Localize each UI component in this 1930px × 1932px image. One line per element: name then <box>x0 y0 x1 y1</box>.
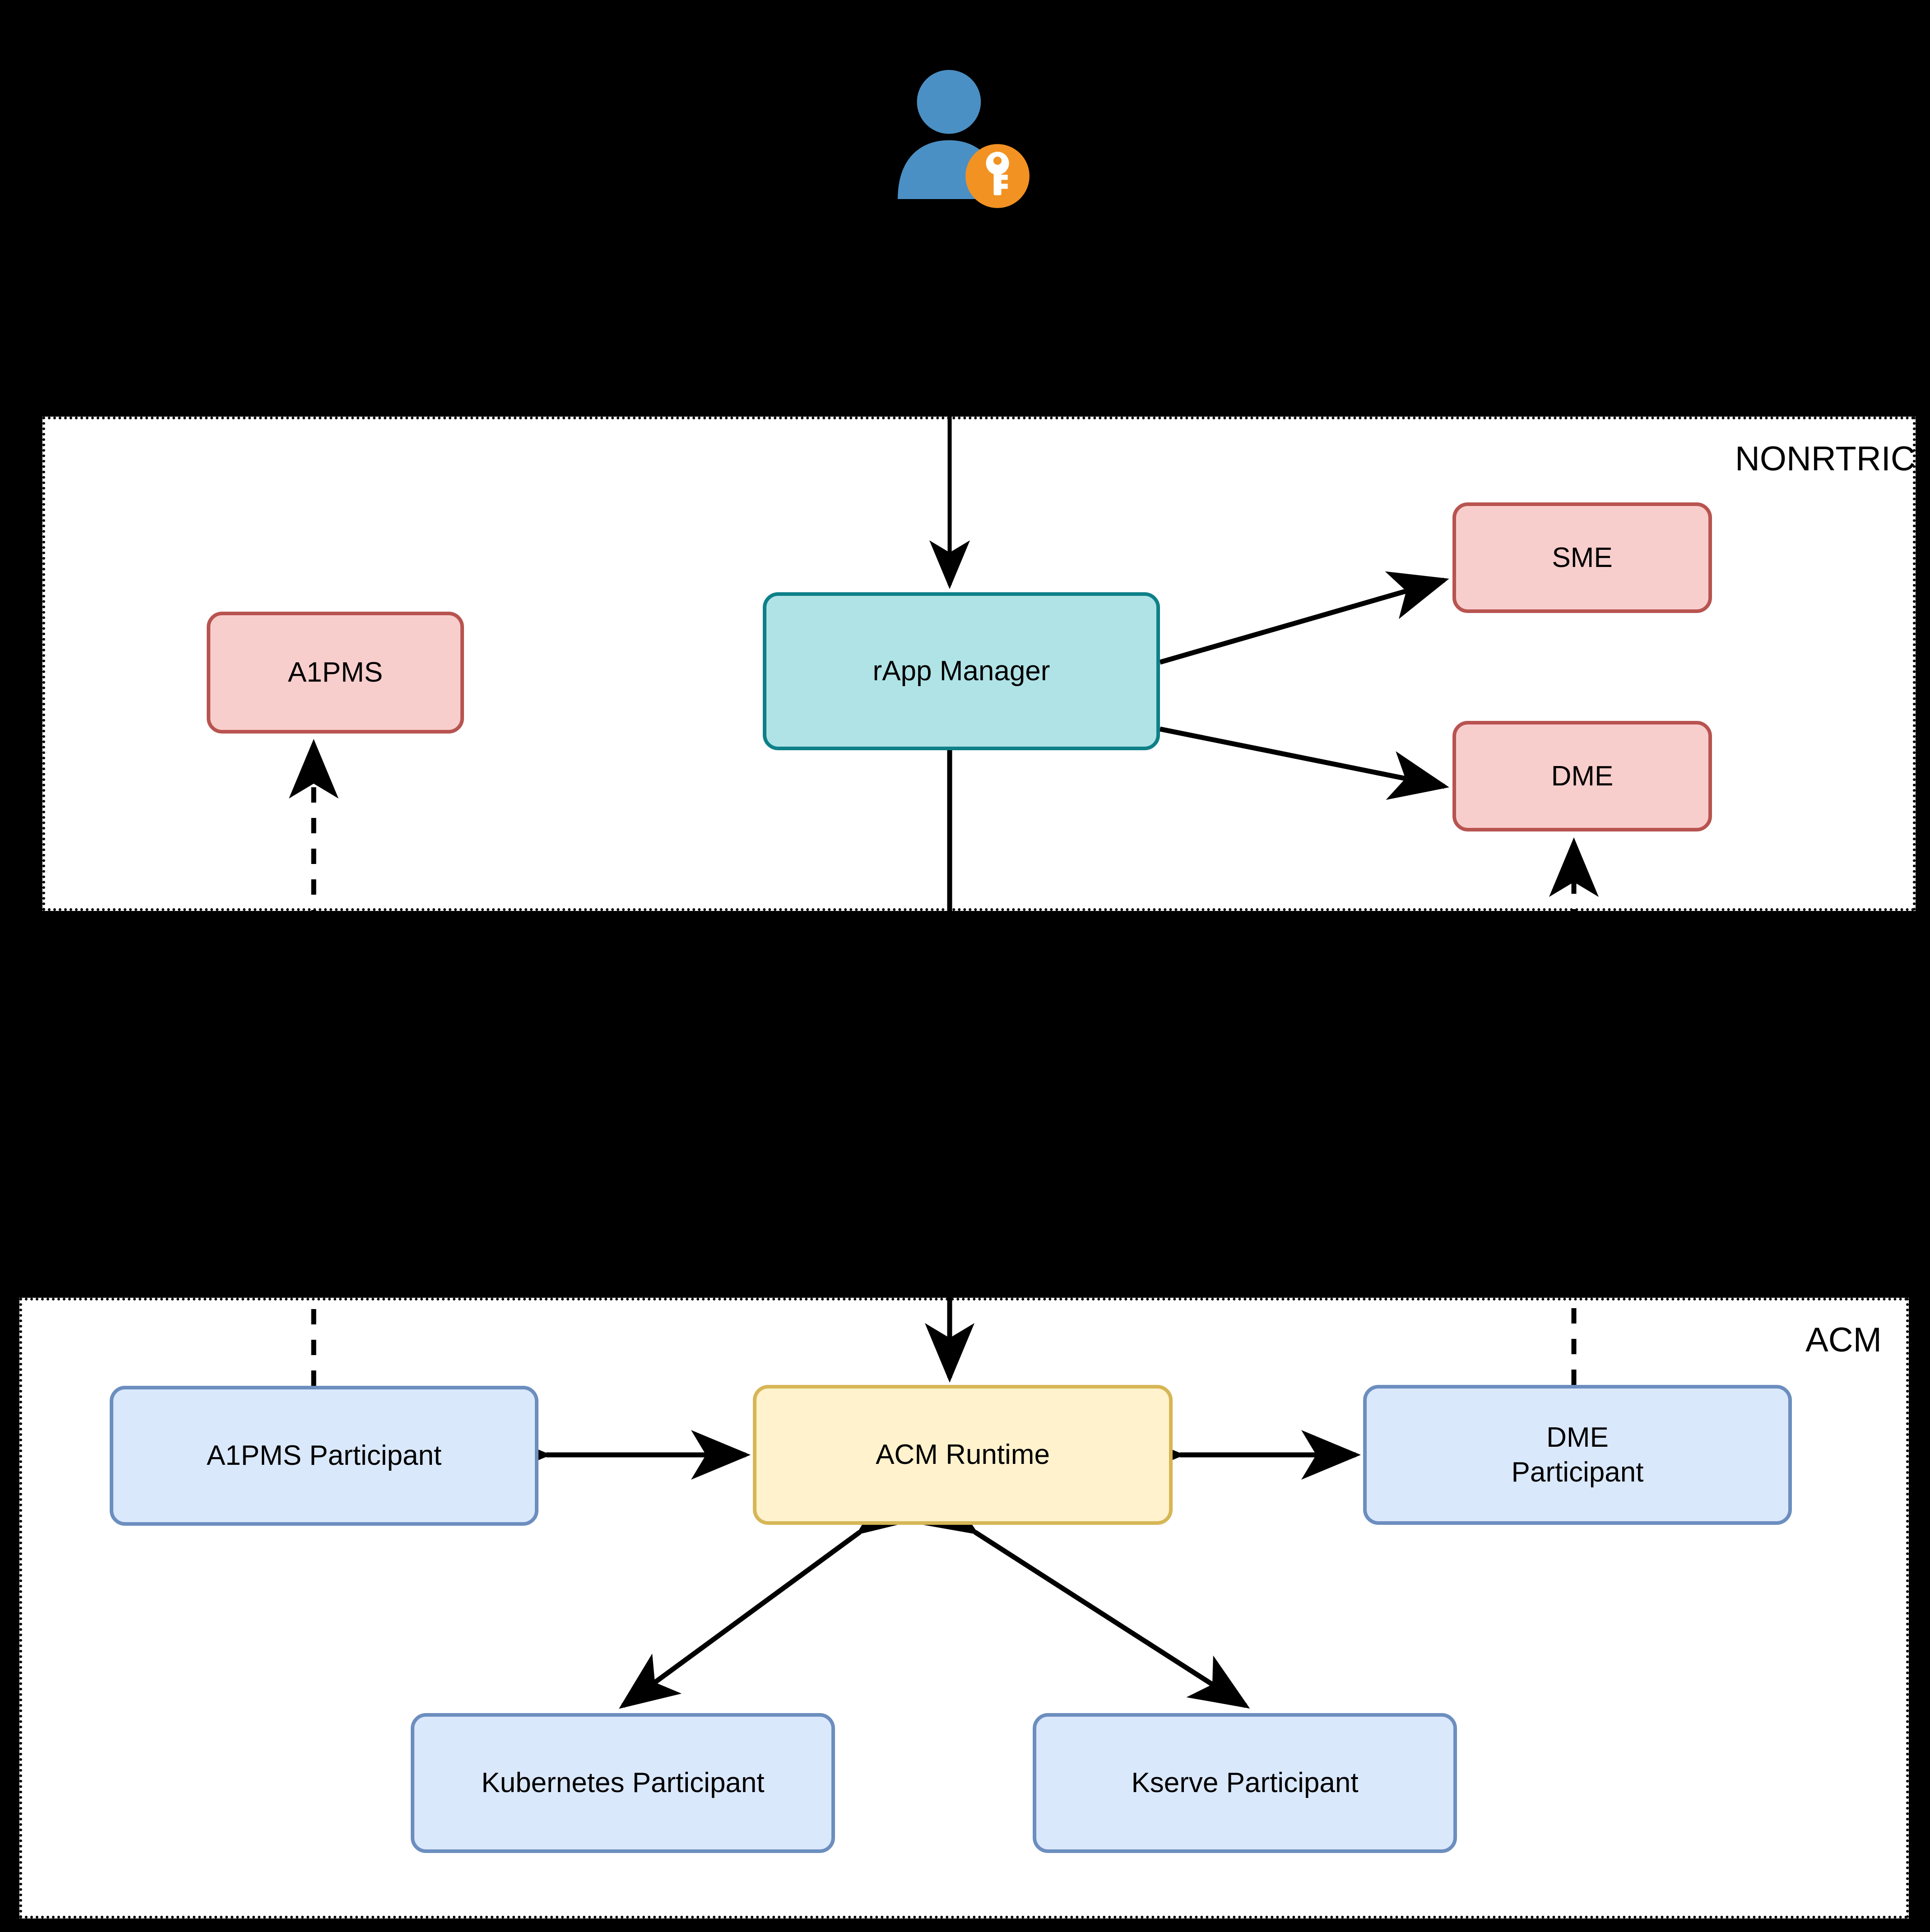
node-a1pms-participant-label: A1PMS Participant <box>206 1440 442 1472</box>
node-dme[interactable]: DME <box>1452 721 1712 831</box>
node-kserve-participant-label: Kserve Participant <box>1131 1767 1359 1799</box>
node-dme-label: DME <box>1551 760 1614 792</box>
zone-nonrtric-label: NONRTRIC <box>1735 440 1916 478</box>
node-sme-label: SME <box>1552 542 1613 573</box>
node-kubernetes-participant[interactable]: Kubernetes Participant <box>411 1713 835 1853</box>
node-a1pms[interactable]: A1PMS <box>207 612 464 734</box>
node-rapp-manager[interactable]: rApp Manager <box>763 592 1160 750</box>
node-kubernetes-participant-label: Kubernetes Participant <box>481 1767 765 1799</box>
user-key-icon <box>882 59 1036 217</box>
node-dme-participant-label: DME Participant <box>1511 1421 1644 1488</box>
node-sme[interactable]: SME <box>1452 502 1712 613</box>
node-rapp-manager-label: rApp Manager <box>872 655 1050 687</box>
node-kserve-participant[interactable]: Kserve Participant <box>1033 1713 1457 1853</box>
node-dme-participant[interactable]: DME Participant <box>1363 1385 1792 1525</box>
node-acm-runtime[interactable]: ACM Runtime <box>753 1385 1173 1525</box>
node-a1pms-participant[interactable]: A1PMS Participant <box>110 1386 538 1526</box>
zone-acm-label: ACM <box>1805 1321 1882 1359</box>
node-a1pms-label: A1PMS <box>288 657 383 688</box>
node-acm-runtime-label: ACM Runtime <box>876 1439 1050 1471</box>
